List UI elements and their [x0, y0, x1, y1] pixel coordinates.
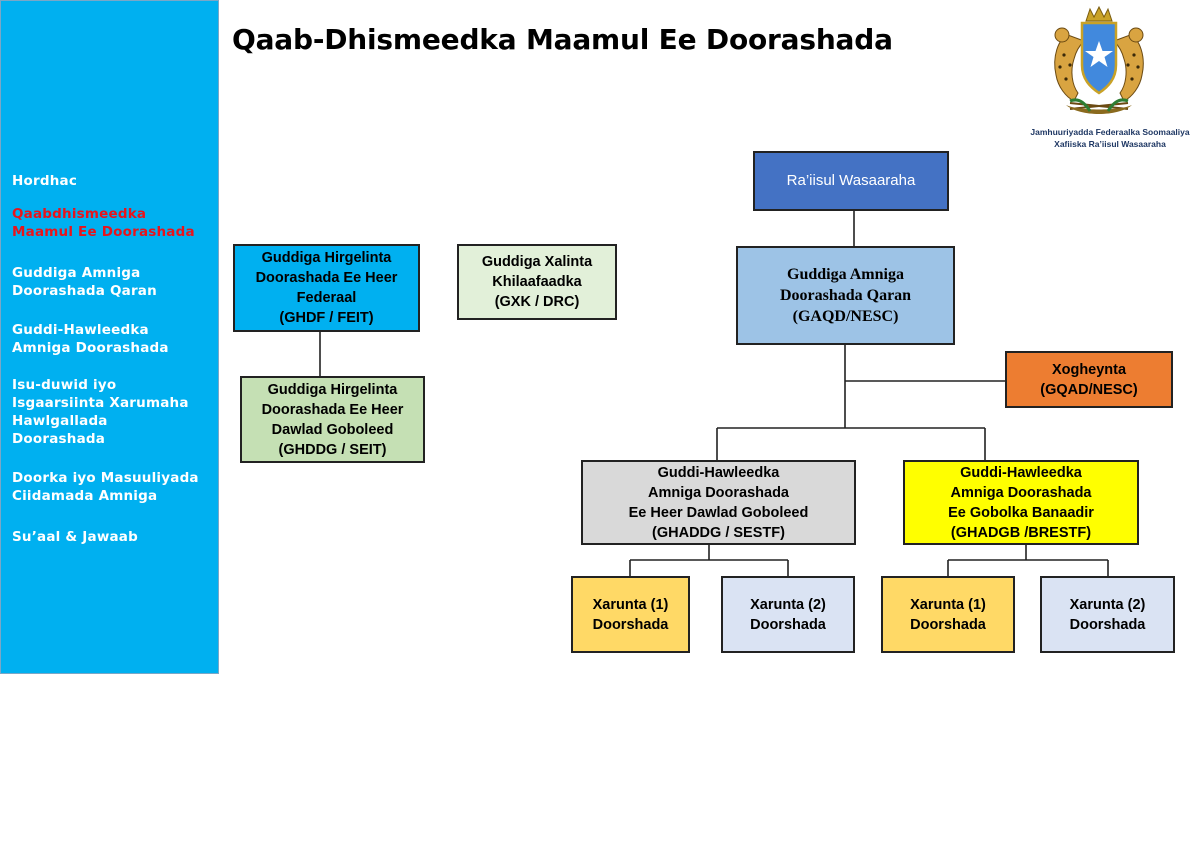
nav-item-isu-duwid[interactable]: Isu-duwid iyo Isgaarsiinta Xarumaha Hawl…	[12, 377, 189, 447]
box-nesc-line: Doorashada Qaran	[779, 287, 912, 304]
box-ghadgb-line: Amniga Doorashada	[950, 484, 1092, 501]
nav-item-qaabdhismeedka[interactable]: Qaabdhismeedka Maamul Ee Doorashada	[12, 206, 195, 240]
box-ghaddg-line: Guddi-Hawleedka	[657, 464, 780, 481]
box-center-a2-line: Doorshada	[750, 616, 826, 633]
box-nesc: Guddiga Amniga Doorashada Qaran (GAQD/NE…	[736, 246, 955, 345]
nav-item-guddi-hawleedka[interactable]: Guddi-Hawleedka Amniga Doorashada	[12, 322, 169, 356]
box-prime-minister: Ra’iisul Wasaaraha	[753, 151, 949, 211]
box-ghadgb-line: (GHADGB /BRESTF)	[950, 524, 1092, 541]
box-ghadgb: Guddi-Hawleedka Amniga Doorashada Ee Gob…	[903, 460, 1139, 545]
nav-item-suaal-jawaab[interactable]: Su’aal & Jawaab	[12, 529, 138, 545]
box-nesc-line: Guddiga Amniga	[787, 266, 904, 283]
box-ghadgb-line: Guddi-Hawleedka	[960, 464, 1082, 481]
box-center-b2-line: Xarunta (2)	[1069, 596, 1146, 613]
box-center-a1: Xarunta (1) Doorshada	[571, 576, 690, 653]
coat-of-arms-emblem	[1040, 5, 1158, 128]
box-ghddg: Guddiga Hirgelinta Doorashada Ee Heer Da…	[240, 376, 425, 463]
page-title: Qaab-Dhismeedka Maamul Ee Doorashada	[232, 23, 893, 56]
box-center-b2-line: Doorshada	[1069, 616, 1146, 633]
box-center-b1: Xarunta (1) Doorshada	[881, 576, 1015, 653]
box-center-b2: Xarunta (2) Doorshada	[1040, 576, 1175, 653]
sidebar-nav: Hordhac Qaabdhismeedka Maamul Ee Doorash…	[0, 0, 219, 674]
box-nesc-line: (GAQD/NESC)	[792, 308, 899, 325]
box-center-a2-line: Xarunta (2)	[750, 596, 826, 613]
box-ghaddg-line: Amniga Doorashada	[648, 484, 789, 501]
box-ghdf-line: (GHDF / FEIT)	[279, 310, 374, 326]
box-ghaddg-line: Ee Heer Dawlad Goboleed	[628, 504, 809, 521]
box-ghdf-line: Guddiga Hirgelinta	[261, 250, 392, 266]
box-ghdf: Guddiga Hirgelinta Doorashada Ee Heer Fe…	[233, 244, 420, 332]
box-gxk-line: Khilaafaadka	[492, 274, 582, 290]
box-center-a2: Xarunta (2) Doorshada	[721, 576, 855, 653]
box-ghaddg-line: (GHADDG / SESTF)	[652, 524, 785, 541]
box-gxk-line: Guddiga Xalinta	[481, 254, 593, 270]
box-ghdf-line: Federaal	[296, 290, 357, 306]
nav-item-doorka[interactable]: Doorka iyo Masuuliyada Ciidamada Amniga	[12, 470, 199, 504]
coat-of-arms-icon	[1054, 5, 1144, 114]
box-center-b1-line: Doorshada	[910, 616, 986, 633]
emblem-caption-line2: Xafiiska Ra’iisul Wasaaraha	[1054, 139, 1166, 149]
box-gxk-line: (GXK / DRC)	[494, 294, 580, 310]
nav-item-guddiga-amniga[interactable]: Guddiga Amniga Doorashada Qaran	[12, 265, 157, 299]
box-center-b1-line: Xarunta (1)	[910, 596, 986, 613]
box-ghddg-line: (GHDDG / SEIT)	[278, 441, 387, 458]
emblem-caption-line1: Jamhuuriyadda Federaalka Soomaaliya	[1030, 127, 1190, 137]
box-secretariat-line: Xogheynta	[1051, 361, 1127, 378]
box-ghdf-line: Doorashada Ee Heer	[255, 270, 398, 286]
nav-item-hordhac[interactable]: Hordhac	[12, 173, 78, 189]
box-ghddg-line: Doorashada Ee Heer	[261, 401, 404, 418]
box-prime-minister-line: Ra’iisul Wasaaraha	[786, 172, 916, 189]
box-center-a1-line: Xarunta (1)	[592, 596, 669, 613]
box-gxk: Guddiga Xalinta Khilaafaadka (GXK / DRC)	[457, 244, 617, 320]
box-ghddg-line: Dawlad Goboleed	[271, 421, 394, 438]
box-secretariat: Xogheynta (GQAD/NESC)	[1005, 351, 1173, 408]
box-center-a1-line: Doorshada	[592, 616, 669, 633]
box-ghadgb-line: Ee Gobolka Banaadir	[948, 504, 1094, 521]
box-secretariat-line: (GQAD/NESC)	[1040, 381, 1138, 398]
box-ghaddg: Guddi-Hawleedka Amniga Doorashada Ee Hee…	[581, 460, 856, 545]
box-ghddg-line: Guddiga Hirgelinta	[267, 381, 398, 398]
